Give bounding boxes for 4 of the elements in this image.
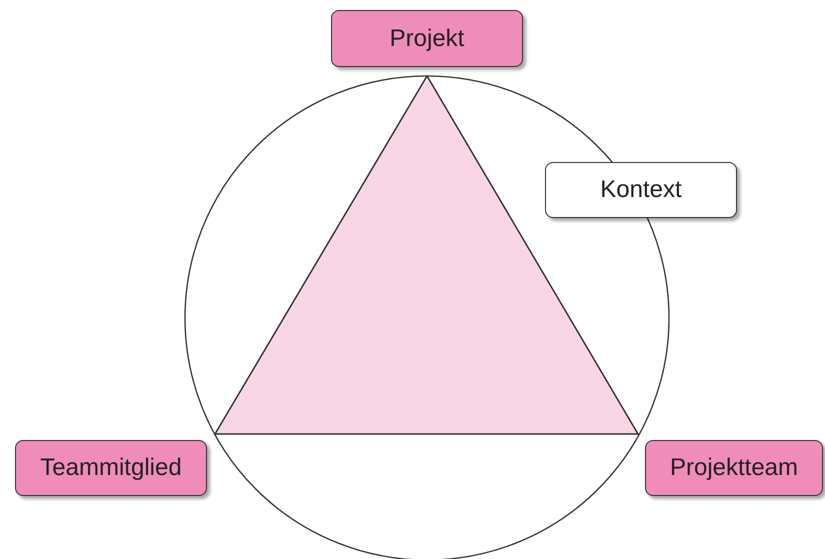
context-label-box: Kontext [545,162,737,218]
vertex-label-box: Projektteam [645,440,823,496]
vertex-label-box: Teammitglied [15,440,207,496]
vertex-label-box: Projekt [331,10,523,67]
